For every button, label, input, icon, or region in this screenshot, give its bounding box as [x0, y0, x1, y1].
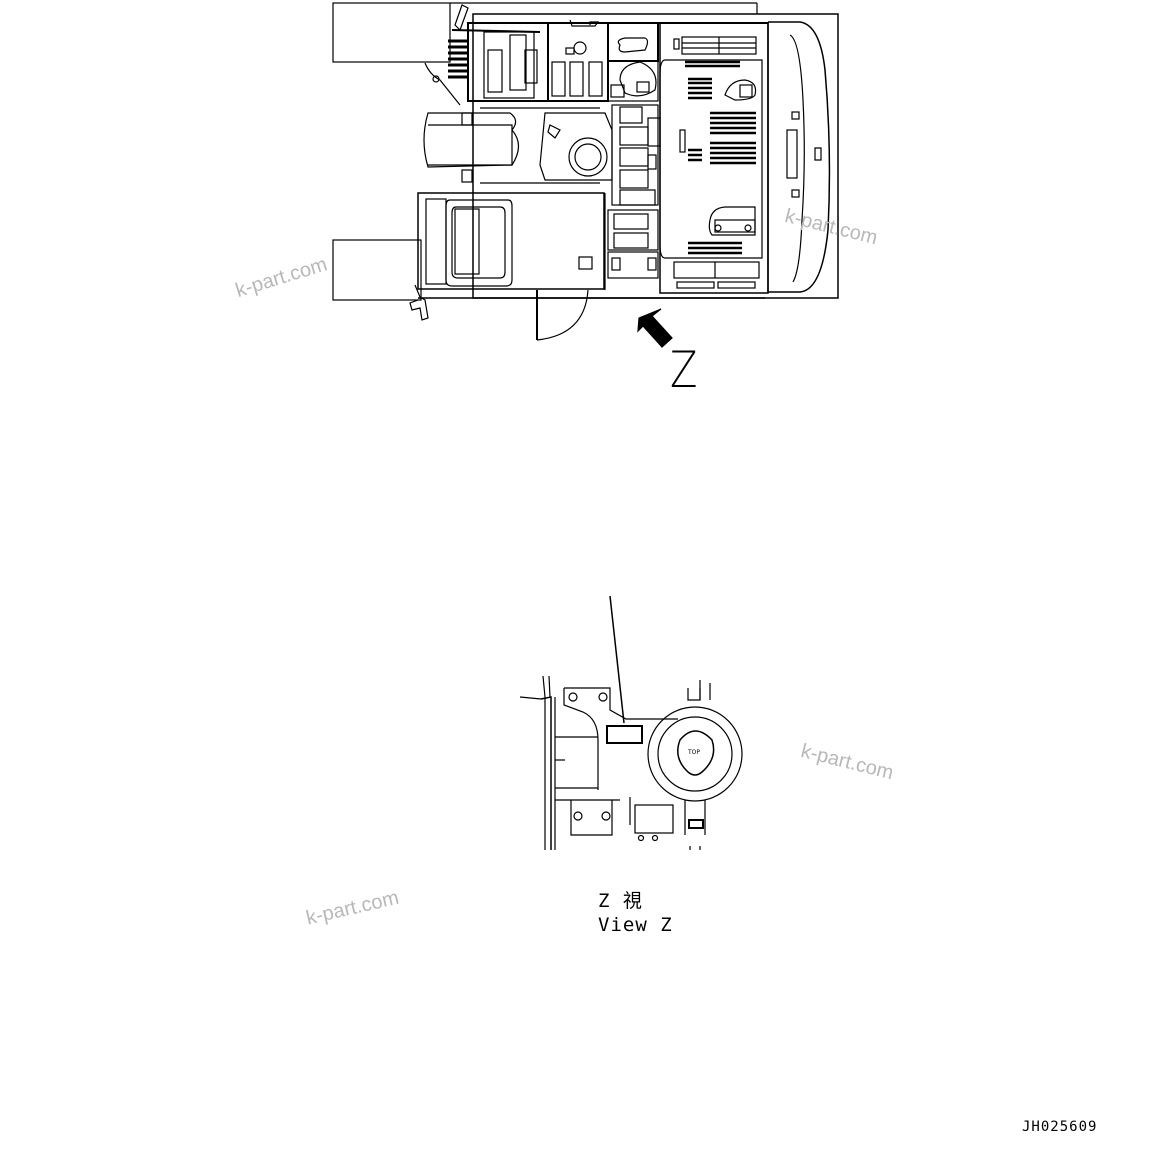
- knob-top-text: TOP: [687, 749, 700, 756]
- view-z-caption-en: View Z: [598, 914, 673, 936]
- view-z-caption-jp: Z 視: [598, 890, 643, 912]
- drawing-number: JH025609: [1022, 1119, 1098, 1135]
- view-z-arrow: [637, 308, 673, 348]
- view-z-arrow-label: Z: [670, 341, 698, 399]
- view-z-detail: TOP: [519, 595, 743, 850]
- cab-top-view: [332, 2, 839, 341]
- label-position-rect: [606, 725, 643, 744]
